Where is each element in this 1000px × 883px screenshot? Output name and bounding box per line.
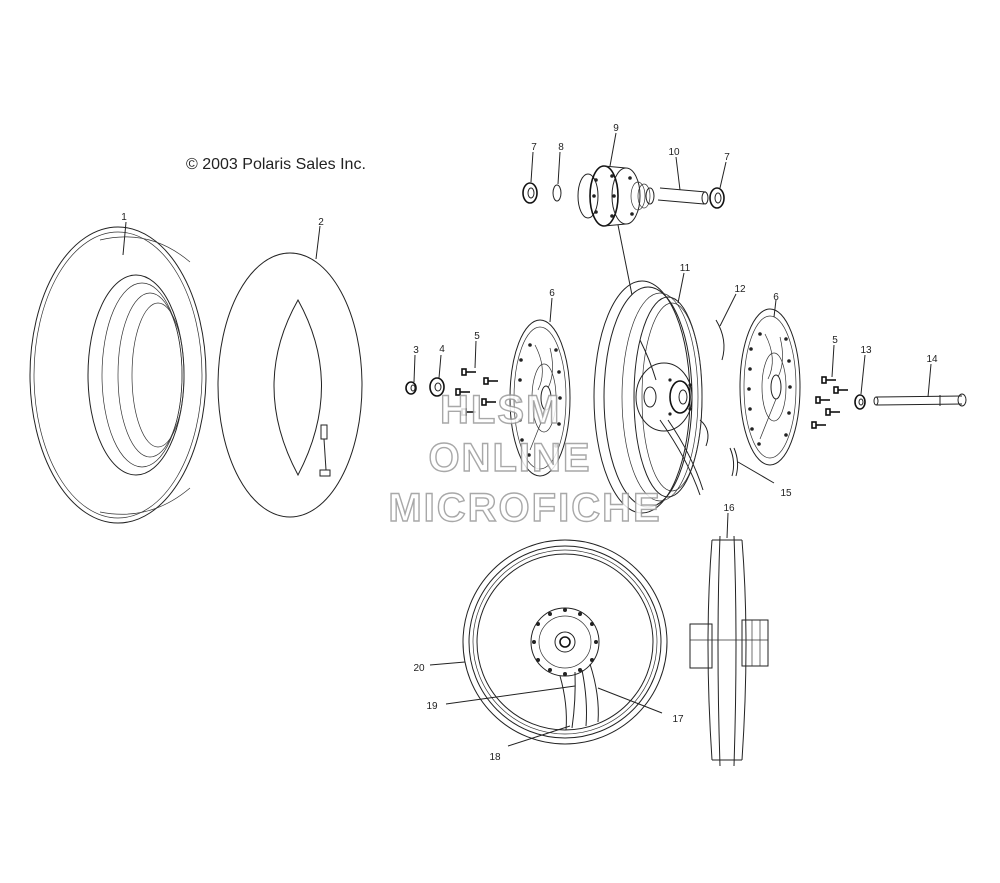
callout-2: 2	[318, 217, 324, 228]
callout-12: 12	[734, 284, 746, 295]
wheel-bearing-right	[709, 187, 725, 209]
callout-13: 13	[860, 345, 872, 356]
callout-16: 16	[723, 503, 735, 514]
axle-washer	[854, 394, 866, 410]
callout-6-left: 6	[549, 288, 555, 299]
o-ring	[552, 184, 562, 202]
rim-strip	[715, 319, 725, 361]
callout-7-left: 7	[531, 142, 537, 153]
wheel-bearing-left	[522, 182, 538, 204]
rotor-bolts-right	[811, 376, 848, 429]
callout-9: 9	[613, 123, 619, 134]
callout-15: 15	[780, 488, 792, 499]
callout-3: 3	[413, 345, 419, 356]
leader-lines	[122, 132, 932, 747]
watermark-line-1: HLSM	[439, 387, 562, 432]
valve-stem	[319, 424, 331, 477]
hub-spacer-tube	[657, 187, 709, 205]
watermark-line-2: ONLINE	[428, 435, 592, 480]
callout-10: 10	[668, 147, 680, 158]
brake-rotor-right	[739, 308, 801, 466]
tire	[29, 226, 207, 524]
callout-labels: 1 2 3 4 5 6 7 8 9 10 7 11 12 6 5 13 14 1…	[121, 123, 938, 763]
callout-18: 18	[489, 752, 501, 763]
callout-8: 8	[558, 142, 564, 153]
inner-tube	[217, 252, 363, 518]
seal	[429, 377, 445, 397]
brake-rotor-left	[509, 319, 571, 477]
callout-11: 11	[680, 263, 691, 274]
callout-6-right: 6	[773, 292, 779, 303]
callout-19: 19	[426, 701, 438, 712]
wheel-hub	[577, 165, 655, 227]
callout-17: 17	[672, 714, 684, 725]
watermark-line-3: MICROFICHE	[388, 485, 662, 530]
callout-5-left: 5	[474, 331, 480, 342]
callout-14: 14	[926, 354, 938, 365]
axle	[873, 393, 967, 407]
rotor-bolts-left	[455, 368, 498, 416]
callout-5-right: 5	[832, 335, 838, 346]
callout-4: 4	[439, 344, 445, 355]
spacer	[405, 381, 417, 395]
callout-20: 20	[413, 663, 425, 674]
wheel-rim	[593, 280, 709, 514]
wheel-assembly-front-view	[462, 539, 668, 745]
copyright-notice: © 2003 Polaris Sales Inc.	[186, 156, 366, 173]
wheel-assembly-side-view	[689, 535, 769, 767]
callout-1: 1	[121, 212, 127, 223]
rim-band	[729, 447, 739, 477]
callout-7-right: 7	[724, 152, 730, 163]
